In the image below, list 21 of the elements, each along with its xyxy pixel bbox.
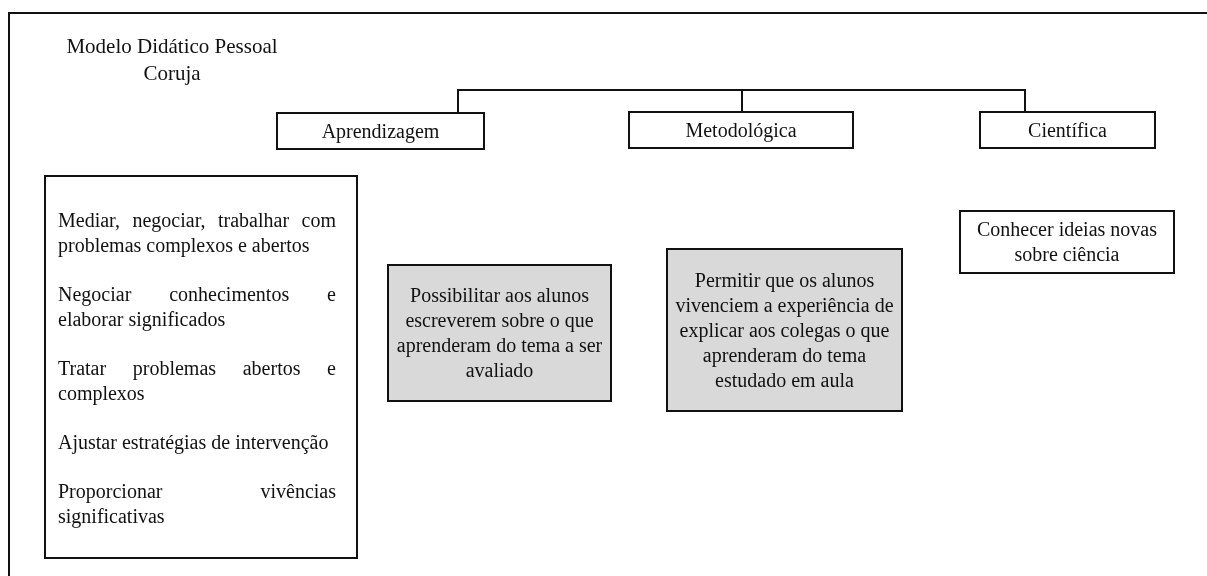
box-text: Científica: [1027, 117, 1108, 143]
box-text: Conhecer ideias novas sobre ciência: [976, 217, 1158, 267]
box-text: Metodológica: [684, 117, 798, 143]
text-box: [387, 264, 612, 402]
connector-line: [457, 89, 743, 113]
box-text: Mediar, negociar, trabalhar com problemas complexos e abertos: [58, 207, 336, 258]
box-text: Possibilitar aos alunos escreverem sobre o que aprenderam do tema a ser avaliado: [395, 283, 604, 383]
text-box: [628, 111, 854, 149]
box-text: Aprendizagem: [320, 118, 441, 144]
text-box: [666, 248, 903, 412]
diagram-title: Modelo Didático Pessoal Coruja: [65, 33, 279, 87]
box-text: Permitir que os alunos vivenciem a experiência de explicar aos colegas o que aprenderam do tema estudado em aula: [674, 267, 895, 393]
connector-line: [741, 89, 1026, 112]
list-box: [44, 175, 358, 559]
box-text: Ajustar estratégias de intervenção: [58, 429, 330, 455]
box-text: Tratar problemas abertos e complexos: [58, 355, 336, 406]
text-box: [276, 112, 485, 150]
box-text: Proporcionar vivências significativas: [58, 478, 336, 529]
box-text: Negociar conhecimentos e elaborar significados: [58, 281, 336, 332]
text-box: [959, 210, 1175, 274]
text-box: [979, 111, 1156, 149]
